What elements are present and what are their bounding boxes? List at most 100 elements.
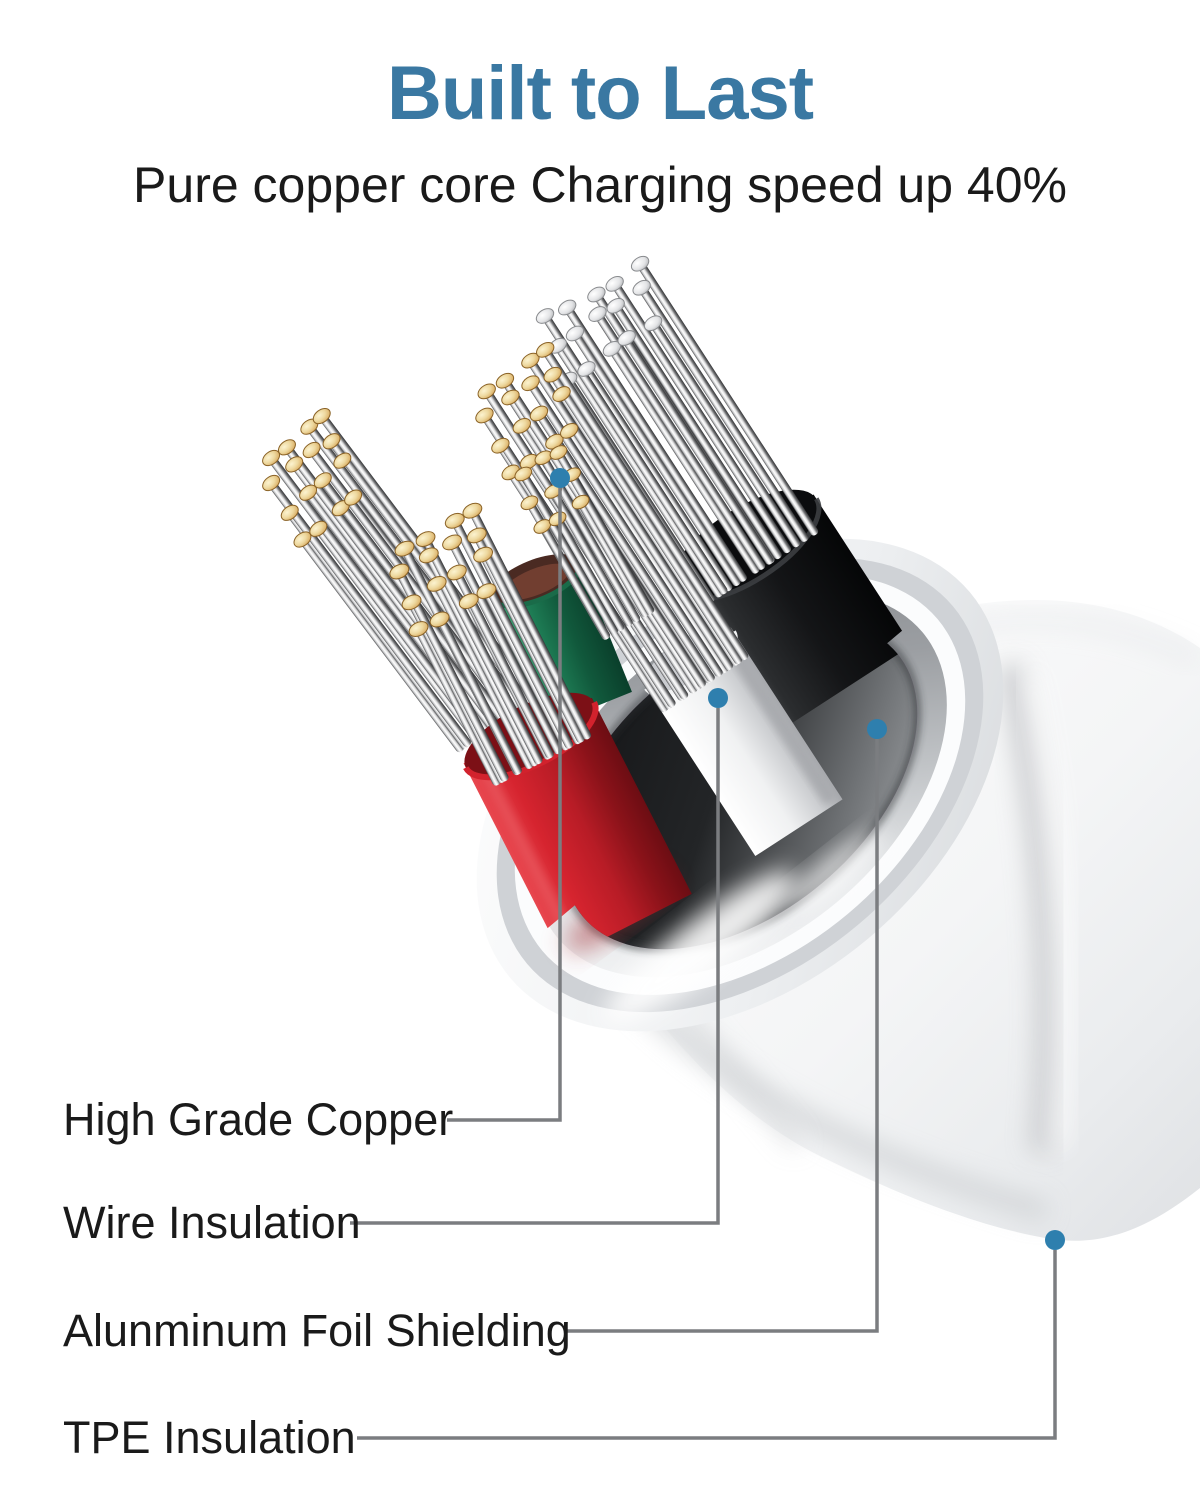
copper-strand [434, 583, 534, 769]
copper-strand-tip [408, 621, 429, 637]
silver-strand-tip [630, 255, 650, 272]
silver-strand-tip [558, 299, 577, 316]
copper-strand-tip [415, 531, 436, 547]
silver-strand-tip [605, 275, 624, 292]
copper-strand-tip [462, 502, 483, 519]
copper-strand-tip [549, 445, 568, 460]
copper-strand [594, 293, 774, 565]
copper-strand [555, 344, 723, 598]
label-tpe-insulation: TPE Insulation [63, 1412, 356, 1463]
callout-line-aluminum-foil-shielding [565, 739, 879, 1333]
copper-strand [402, 548, 522, 775]
copper-strand [423, 538, 543, 765]
copper-strand [269, 481, 472, 747]
copper-strand-tip [313, 472, 332, 489]
copper-strand [300, 538, 464, 753]
callout-dot-tpe-insulation [1045, 1230, 1065, 1250]
page-subtitle: Pure copper core Charging speed up 40% [133, 157, 1067, 213]
copper-strand-tip [442, 534, 462, 551]
copper-strand [550, 373, 743, 665]
copper-strand-tip [309, 520, 328, 537]
copper-strand-tip [543, 366, 562, 383]
callout-line-tpe-insulation [357, 1250, 1057, 1440]
copper-strand-tip [520, 495, 539, 511]
copper-strand-tip [552, 386, 571, 402]
callout-dot-aluminum-foil-shielding [867, 719, 887, 739]
copper-strand [536, 412, 715, 682]
copper-strand [609, 348, 760, 574]
copper-strand-tip [529, 405, 549, 422]
copper-strand [316, 527, 480, 741]
copper-strand [584, 368, 733, 592]
copper-strand-tip [514, 466, 533, 482]
silver-strand-tip [565, 325, 585, 342]
silver-strand-tip [632, 279, 651, 296]
copper-strand-tip [426, 575, 447, 592]
copper-strand-tip [389, 563, 410, 580]
copper-strand-tip [394, 540, 415, 557]
copper-strand-tip [475, 407, 494, 424]
silver-strand-tip [617, 330, 636, 346]
copper-strand-tip [262, 474, 281, 492]
copper-strand [565, 306, 747, 582]
copper-strand [416, 628, 501, 786]
callouts [350, 468, 1065, 1440]
copper-strand-tip [512, 417, 531, 434]
copper-strand-tip [536, 341, 555, 358]
red-wire-strands [389, 502, 592, 786]
copper-strand [612, 283, 792, 554]
copper-strand [452, 520, 573, 749]
copper-strand-tip [446, 564, 467, 581]
copper-strand [454, 571, 554, 759]
copper-strand [555, 518, 625, 632]
copper-strand [543, 348, 749, 661]
copper-strand [567, 429, 729, 674]
callout-dot-high-grade-copper [550, 468, 570, 488]
copper-strand [521, 473, 618, 635]
copper-strand-tip [560, 422, 579, 439]
copper-strand [550, 490, 633, 627]
copper-strand-tip [333, 452, 352, 469]
copper-strand-tip [302, 441, 321, 459]
silver-strand-tip [577, 361, 596, 377]
foil-shine [604, 871, 796, 1025]
copper-strand-tip [277, 439, 296, 456]
silver-strand-tip [587, 286, 606, 303]
copper-strand [474, 534, 585, 743]
copper-strand-tip [312, 407, 331, 425]
copper-strand [638, 262, 819, 536]
label-wire-insulation: Wire Insulation [63, 1197, 361, 1248]
copper-strand [541, 457, 641, 623]
copper-strand-tip [429, 611, 450, 628]
copper-strand-tip [521, 375, 540, 392]
copper-strand [572, 332, 741, 586]
copper-strand [527, 502, 611, 640]
copper-strand-tip [501, 389, 520, 406]
copper-strand [613, 304, 782, 560]
copper-strand-tip [495, 372, 515, 389]
label-high-grade-copper: High Grade Copper [63, 1094, 454, 1145]
copper-strand-tip [344, 489, 363, 506]
copper-strand-tip [491, 437, 510, 454]
copper-strand-tip [285, 456, 304, 473]
silver-strand-tip [588, 306, 607, 322]
copper-strand [528, 382, 723, 677]
copper-strand [578, 501, 649, 618]
silver-strand-tip [606, 297, 625, 314]
callout-line-wire-insulation [350, 708, 720, 1225]
copper-strand-tip [571, 494, 590, 510]
copper-strand-tip [476, 583, 497, 600]
copper-strand-tip [322, 433, 341, 450]
copper-strand [528, 359, 733, 671]
copper-strands-center [514, 445, 655, 640]
silver-strand-tip [535, 308, 555, 324]
label-aluminum-foil-shielding: Alunminum Foil Shielding [63, 1305, 571, 1356]
copper-strand-tip [477, 383, 496, 400]
callout-dot-wire-insulation [708, 688, 728, 708]
copper-strand [595, 313, 766, 570]
copper-strand-tip [473, 546, 494, 563]
copper-strand-tip [401, 594, 422, 611]
copper-strand [639, 286, 809, 542]
